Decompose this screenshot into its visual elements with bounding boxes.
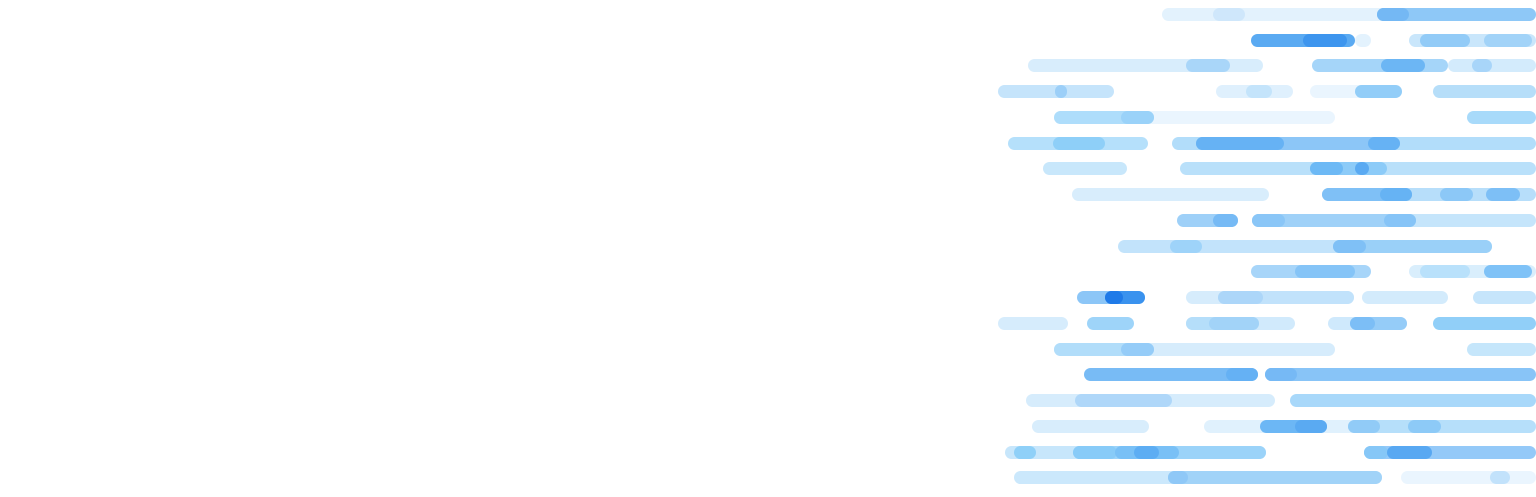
streak xyxy=(1053,137,1105,150)
streak xyxy=(1350,317,1375,330)
streak xyxy=(1226,368,1258,381)
streak xyxy=(1213,214,1238,227)
streak xyxy=(1310,162,1343,175)
streak xyxy=(1486,188,1520,201)
streak xyxy=(1377,8,1536,21)
streak xyxy=(1121,111,1154,124)
streak xyxy=(1348,420,1380,433)
streak xyxy=(1134,446,1159,459)
streak xyxy=(1401,471,1536,484)
streak xyxy=(1381,59,1425,72)
streak xyxy=(1440,188,1473,201)
streak xyxy=(1295,265,1355,278)
streak xyxy=(1484,34,1532,47)
streak xyxy=(1218,291,1263,304)
streak xyxy=(1032,420,1149,433)
streak xyxy=(1472,59,1492,72)
streak xyxy=(1420,265,1470,278)
streak xyxy=(1473,291,1536,304)
streak xyxy=(1377,8,1409,21)
streak xyxy=(1073,446,1117,459)
streak xyxy=(1295,420,1327,433)
streak xyxy=(1170,240,1202,253)
streak xyxy=(1168,471,1382,484)
streak xyxy=(1213,8,1245,21)
streak xyxy=(1252,214,1285,227)
streak xyxy=(1265,368,1297,381)
streak xyxy=(1408,420,1441,433)
streak xyxy=(1252,214,1416,227)
streak xyxy=(1484,265,1532,278)
streak xyxy=(1362,291,1448,304)
streak xyxy=(998,317,1068,330)
streak xyxy=(1087,317,1134,330)
streak xyxy=(1380,188,1412,201)
streak xyxy=(1384,214,1416,227)
streak xyxy=(1246,85,1272,98)
streak xyxy=(1055,85,1067,98)
streak xyxy=(1355,34,1371,47)
streak xyxy=(1043,162,1127,175)
streak xyxy=(1312,59,1448,72)
streak xyxy=(1355,162,1369,175)
streak xyxy=(1448,59,1536,72)
streak xyxy=(1348,420,1536,433)
streak xyxy=(1265,368,1536,381)
streak xyxy=(1014,446,1036,459)
streak xyxy=(1467,111,1536,124)
streak xyxy=(1333,240,1492,253)
streak xyxy=(1084,368,1258,381)
streak xyxy=(1105,291,1123,304)
streak xyxy=(1168,471,1188,484)
streak xyxy=(1387,446,1432,459)
streak xyxy=(1490,471,1510,484)
streak xyxy=(1121,343,1154,356)
streak xyxy=(1433,85,1536,98)
streak xyxy=(1209,317,1259,330)
streak xyxy=(1364,446,1388,459)
streak xyxy=(1368,137,1400,150)
streak xyxy=(1467,343,1536,356)
streak xyxy=(1186,59,1230,72)
streak xyxy=(1333,240,1366,253)
streak xyxy=(1196,137,1284,150)
streak xyxy=(1075,394,1172,407)
streak xyxy=(1290,394,1536,407)
streak xyxy=(1303,34,1347,47)
streak xyxy=(1433,317,1536,330)
streak xyxy=(1072,188,1269,201)
streak xyxy=(1355,85,1402,98)
streak xyxy=(1420,34,1470,47)
